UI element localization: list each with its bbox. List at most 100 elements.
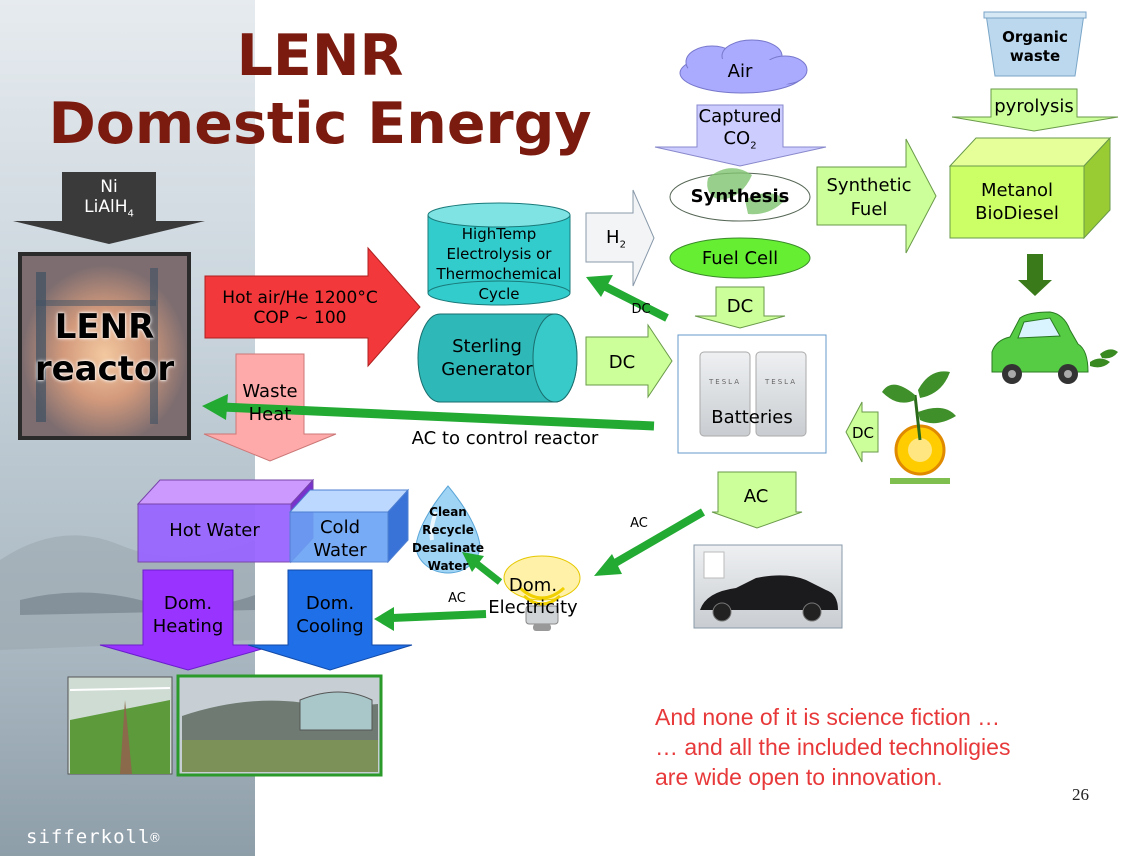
- synthetic-fuel-line-2: Fuel: [850, 199, 888, 220]
- green-car-icon: [991, 311, 1118, 384]
- title-line-1: LENR: [236, 23, 404, 89]
- organic-waste-line-2: waste: [1009, 47, 1061, 65]
- pyrolysis-label: pyrolysis: [994, 96, 1074, 117]
- air-cloud: [679, 39, 808, 94]
- page-number: 26: [1072, 785, 1089, 804]
- sterling-line-2: Generator: [441, 359, 533, 380]
- greenhouse-photo: [67, 676, 173, 775]
- footer-line-1: And none of it is science fiction …: [655, 704, 1001, 730]
- house-photo: [176, 674, 383, 777]
- dom-cooling-label: Dom. Cooling: [288, 592, 372, 638]
- dc-arrow-fuelcell: [694, 286, 786, 329]
- hot-air-line-2: COP ~ 100: [253, 308, 347, 329]
- dc-fuelcell-label: DC: [726, 296, 754, 317]
- waste-heat-line-2: Heat: [248, 404, 292, 425]
- waste-heat-label: Waste Heat: [230, 380, 310, 426]
- clean-water-line-4: Water: [427, 559, 469, 573]
- hot-air-arrow: [204, 246, 421, 368]
- dc-arrow-sterling: [585, 323, 673, 399]
- solar-plant-icon: [882, 371, 956, 484]
- reactor-line-1: LENR: [54, 307, 155, 347]
- clean-water-label: Clean Recycle Desalinate Water: [405, 503, 491, 575]
- batteries-box: [677, 334, 827, 454]
- metanol-line-2: BioDiesel: [975, 203, 1059, 224]
- metanol-label: Metanol BioDiesel: [950, 179, 1084, 225]
- dom-heating-line-1: Dom.: [163, 593, 213, 614]
- dc-small-label: DC: [631, 302, 651, 317]
- cold-water-line-1: Cold: [319, 517, 360, 538]
- clean-water-line-1: Clean: [429, 505, 467, 519]
- dom-electricity-label: Dom. Electricity: [480, 575, 586, 619]
- clean-water-line-3: Desalinate: [411, 541, 485, 555]
- hot-water-label: Hot Water: [169, 520, 260, 541]
- ac-control-arrow: [202, 394, 655, 431]
- battery-brand-1: TESLA: [709, 378, 741, 386]
- dom-cooling-arrow: [247, 569, 413, 671]
- dom-cooling-line-1: Dom.: [305, 593, 355, 614]
- fuel-cell-label: Fuel Cell: [701, 248, 779, 269]
- dom-cooling-line-2: Cooling: [296, 616, 364, 637]
- electrolysis-line-3: Thermochemical: [436, 265, 562, 283]
- organic-waste-label: Organic waste: [990, 28, 1080, 66]
- electrolysis-line-2: Electrolysis or: [446, 245, 552, 263]
- title-line-2: Domestic Energy: [48, 91, 592, 157]
- batteries-label: Batteries: [711, 407, 793, 428]
- synthetic-fuel-arrow: [816, 138, 937, 254]
- light-bulb-icon: [503, 555, 581, 631]
- water-drop-icon: [415, 485, 481, 574]
- dc-green-arrow: [586, 275, 669, 322]
- co2-arrow: [654, 104, 827, 167]
- waste-heat-line-1: Waste: [242, 381, 298, 402]
- co2-label: Captured CO2: [690, 106, 790, 158]
- ac-small-2-label: AC: [448, 591, 466, 606]
- sterling-line-1: Sterling: [452, 336, 522, 357]
- ac-big-label: AC: [743, 486, 769, 507]
- air-label: Air: [727, 61, 753, 82]
- dc-arrow-solar: [845, 401, 879, 463]
- ac-control-label: AC to control reactor: [411, 428, 599, 449]
- brand-logo: sifferkoll®: [26, 826, 161, 848]
- input-ni: Ni: [100, 177, 118, 197]
- footer-line-2: … and all the included technoligies: [655, 734, 1011, 760]
- electrolysis-line-4: Cycle: [478, 285, 520, 303]
- input-lialh: LiAlH4: [84, 197, 134, 220]
- battery-brand-2: TESLA: [765, 378, 797, 386]
- reactor-label: LENR reactor: [18, 306, 191, 390]
- co2-line-2: CO2: [723, 128, 757, 152]
- dom-heating-arrow: [99, 569, 277, 671]
- organic-waste-line-1: Organic: [1002, 28, 1068, 46]
- clean-water-line-2: Recycle: [422, 523, 474, 537]
- hot-air-line-1: Hot air/He 1200°C: [222, 288, 378, 308]
- reactor-line-2: reactor: [34, 349, 175, 389]
- electrolysis-cylinder: [427, 202, 571, 306]
- synthesis-label: Synthesis: [690, 186, 790, 207]
- h2-arrow: [585, 189, 655, 287]
- organic-waste-bucket: [983, 11, 1087, 77]
- footer-text: And none of it is science fiction … … an…: [655, 702, 1010, 792]
- synthetic-fuel-line-1: Synthetic: [826, 175, 912, 196]
- dom-heating-line-2: Heating: [152, 616, 224, 637]
- metanol-line-1: Metanol: [980, 180, 1054, 201]
- cold-water-box: [288, 488, 410, 564]
- synthetic-fuel-label: Synthetic Fuel: [817, 174, 921, 222]
- ac-small-1-label: AC: [630, 516, 648, 531]
- dc-solar-label: DC: [851, 424, 875, 442]
- electrolysis-label: HighTemp Electrolysis or Thermochemical …: [428, 224, 570, 304]
- synthesis-ellipse: [669, 168, 811, 222]
- dom-heating-label: Dom. Heating: [143, 592, 233, 638]
- bulb-to-water-arrow: [462, 552, 503, 585]
- ac-big-arrow: [711, 471, 803, 529]
- slide-title: LENR Domestic Energy: [40, 22, 600, 158]
- reactor-photo: [18, 252, 191, 440]
- tesla-car-photo: [693, 544, 843, 629]
- fuel-cell-ellipse: [669, 237, 811, 279]
- footer-line-3: are wide open to innovation.: [655, 764, 943, 790]
- inputs-label: Ni LiAlH4: [62, 177, 156, 221]
- input-arrow: [13, 172, 205, 244]
- co2-line-1: Captured: [698, 106, 782, 127]
- metanol-cube: [948, 136, 1112, 240]
- ac-to-heating-arrow: [374, 607, 487, 631]
- electrolysis-line-1: HighTemp: [461, 225, 537, 243]
- metanol-down-arrow: [1018, 254, 1052, 296]
